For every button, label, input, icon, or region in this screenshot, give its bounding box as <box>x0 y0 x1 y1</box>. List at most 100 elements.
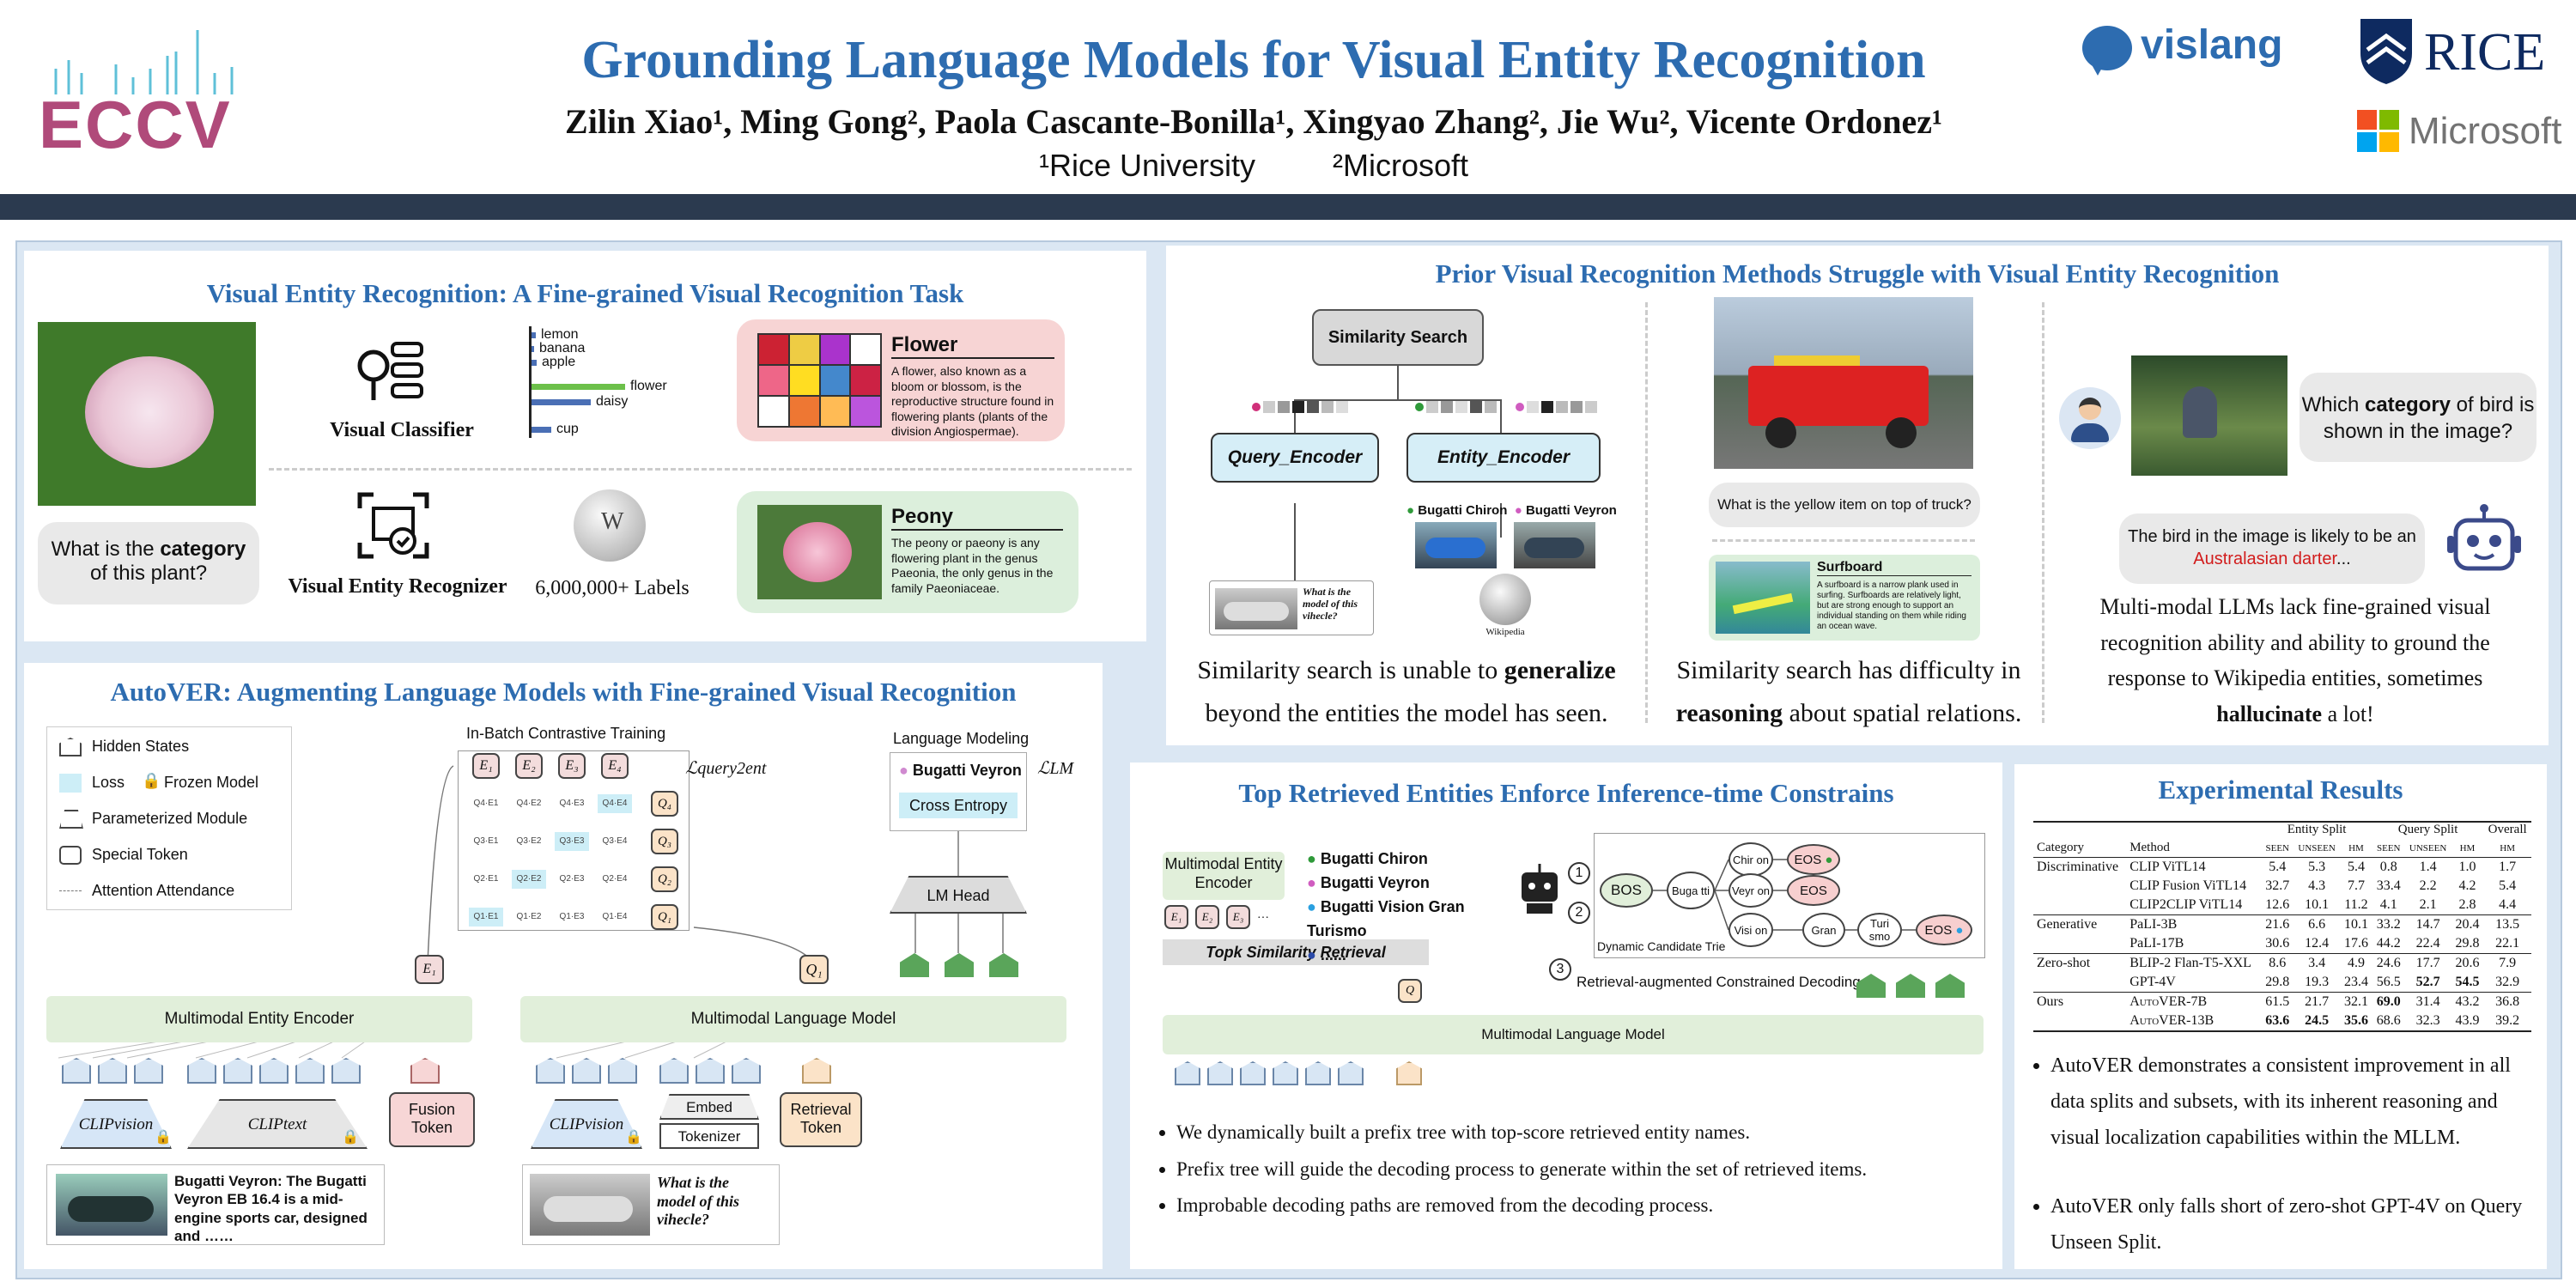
cell-value: 30.6 <box>2265 936 2290 951</box>
matrix-cell: Q4·E1 <box>473 799 499 808</box>
retrieved-entity-3: ● Bugatti Vision Gran Turismo <box>1307 898 1465 939</box>
matrix-entity-e4: E₄ <box>601 753 629 779</box>
entity-encoder-box: Entity_Encoder <box>1406 433 1601 483</box>
veyron-description-text: Bugatti Veyron: The Bugatti Veyron EB 16… <box>174 1173 368 1244</box>
retrieved-entity-2: ● Bugatti Veyron <box>1307 874 1430 891</box>
bar-fill <box>532 398 591 405</box>
vehicle-query-photo <box>1215 588 1297 629</box>
robot-icon <box>2445 503 2523 586</box>
entity-embeddings <box>1415 400 1638 414</box>
peony-card-title: Peony <box>891 505 1063 531</box>
veyron-description-card: Bugatti Veyron: The Bugatti Veyron EB 16… <box>46 1164 385 1245</box>
matrix-cell: Q4·E3 <box>559 799 585 808</box>
trie-node-eos-veyron: EOS <box>1787 875 1840 906</box>
p4-entity-encoder-box: Multimodal Entity Encoder <box>1163 852 1285 900</box>
flower-grid-image <box>757 333 882 428</box>
results-table: Entity Split Query Split Overall Categor… <box>2033 821 2531 1032</box>
cell-value: 22.1 <box>2495 936 2520 951</box>
matrix-cell: Q3·E1 <box>473 836 499 846</box>
cell-value: 2.2 <box>2419 878 2437 893</box>
caption-generalize-a: Similarity search is unable to <box>1197 656 1504 684</box>
cell-value: 23.4 <box>2343 975 2368 989</box>
caption-hallucinate-a: Multi-modal LLMs lack fine-grained visua… <box>2099 594 2491 691</box>
contrastive-loss-label: ℒquery2ent <box>685 759 767 778</box>
bar-fill <box>532 426 551 433</box>
cell-value: 5.4 <box>2269 860 2287 874</box>
cell-value: 1.0 <box>2458 860 2476 874</box>
caption-hallucinate-c: a lot! <box>2322 701 2374 726</box>
cell-category <box>2033 1012 2126 1031</box>
topk-retrieval-box: Topk Similarity Retrieval <box>1163 939 1429 965</box>
cell-value: 4.9 <box>2347 956 2365 970</box>
peony-card-image <box>757 505 882 599</box>
entity-encoder-box: Multimodal Entity Encoder <box>46 996 472 1042</box>
constrained-decoding-label: Retrieval-augmented Constrained Decoding <box>1577 974 1861 990</box>
robot-icon <box>1515 862 1564 915</box>
caption-reasoning: Similarity search has difficulty in reas… <box>1656 649 2042 734</box>
lm-output-box: ● Bugatti Veyron Cross Entropy <box>890 752 1027 831</box>
poster-title: Grounding Language Models for Visual Ent… <box>581 31 1926 89</box>
flower-card: Flower A flower, also known as a bloom o… <box>737 319 1065 441</box>
bar-lemon: lemon <box>532 327 579 342</box>
language-modeling-title: Language Modeling <box>893 730 1030 747</box>
microsoft-logo-text: Microsoft <box>2409 110 2562 152</box>
lock-icon: 🔒 <box>625 1130 642 1145</box>
cell-method: AutoVER-13B <box>2129 1013 2215 1028</box>
bird-answer-a: The bird in the image is likely to be an <box>2128 527 2416 546</box>
header-divider-band <box>0 194 2576 220</box>
bird-answer-bubble: The bird in the image is likely to be an… <box>2119 513 2425 584</box>
p4-output-pent-1 <box>1856 974 1886 998</box>
fire-truck-photo <box>1714 297 1973 469</box>
lm-loss-label: ℒLM <box>1037 759 1074 778</box>
cell-method: CLIP Fusion ViTL14 <box>2129 878 2247 893</box>
cell-value: 21.7 <box>2305 994 2330 1009</box>
rice-logo: RICE <box>2357 15 2546 93</box>
surfboard-photo <box>1716 562 1810 634</box>
caption-reasoning-c: about spatial relations. <box>1783 698 2022 727</box>
p4-query-token: Q <box>1398 979 1422 1003</box>
bird-question-bubble: Which category of bird is shown in the i… <box>2300 373 2537 462</box>
classifier-icon <box>355 337 427 405</box>
panel1-divider <box>269 468 1132 471</box>
step-2-marker: 2 <box>1568 902 1590 924</box>
matrix-entity-e2: E₂ <box>515 753 543 779</box>
wikipedia-logo-icon <box>1479 574 1531 625</box>
tokenizer-box: Tokenizer <box>659 1123 759 1149</box>
bird-question-c: of bird is shown in the image? <box>2323 393 2535 444</box>
lm-query-photo <box>530 1174 650 1236</box>
cell-value: 69.0 <box>2376 994 2401 1009</box>
panel4-title: Top Retrieved Entities Enforce Inference… <box>1238 778 1894 808</box>
fusion-token-box: Fusion Token <box>389 1092 475 1147</box>
cell-value: 2.1 <box>2419 897 2437 912</box>
bar-label: cup <box>556 422 579 436</box>
cell-value: 8.6 <box>2269 956 2287 970</box>
caption-hallucinate: Multi-modal LLMs lack fine-grained visua… <box>2076 589 2514 732</box>
cell-method: BLIP-2 Flan-T5-XXL <box>2129 956 2251 970</box>
lm-output-token: ● Bugatti Veyron <box>899 762 1022 779</box>
cell-value: 17.7 <box>2415 956 2440 970</box>
cell-value: 43.9 <box>2455 1013 2480 1028</box>
trie-node-vision: Visi on <box>1728 913 1773 947</box>
embed-box: Embed <box>659 1094 759 1120</box>
p5-bullet-2: AutoVER only falls short of zero-shot GP… <box>2050 1188 2538 1261</box>
cell-category: Zero-shot <box>2037 956 2091 970</box>
table-top-rule <box>2033 821 2531 823</box>
panel2-divider-1 <box>1645 302 1648 723</box>
p4-entity-token-3: E₃ <box>1226 905 1250 929</box>
trie-node-eos-chiron: EOS ● <box>1787 844 1840 875</box>
peony-card-text: The peony or paeony is any flowering pla… <box>891 536 1054 595</box>
cell-category: Ours <box>2037 994 2064 1009</box>
cell-value: 44.2 <box>2376 936 2401 951</box>
col-query-unseen: UNSEEN <box>2409 842 2447 854</box>
panel-experimental-results: Experimental Results Entity Split Query … <box>2014 764 2547 1269</box>
p4-hidden-5 <box>1305 1061 1331 1085</box>
legend-loss: Loss <box>92 774 125 791</box>
trie-node-bos: BOS <box>1600 873 1653 908</box>
matrix-cell: Q1·E2 <box>516 912 542 921</box>
matrix-query-q4: Q₄ <box>651 791 678 817</box>
